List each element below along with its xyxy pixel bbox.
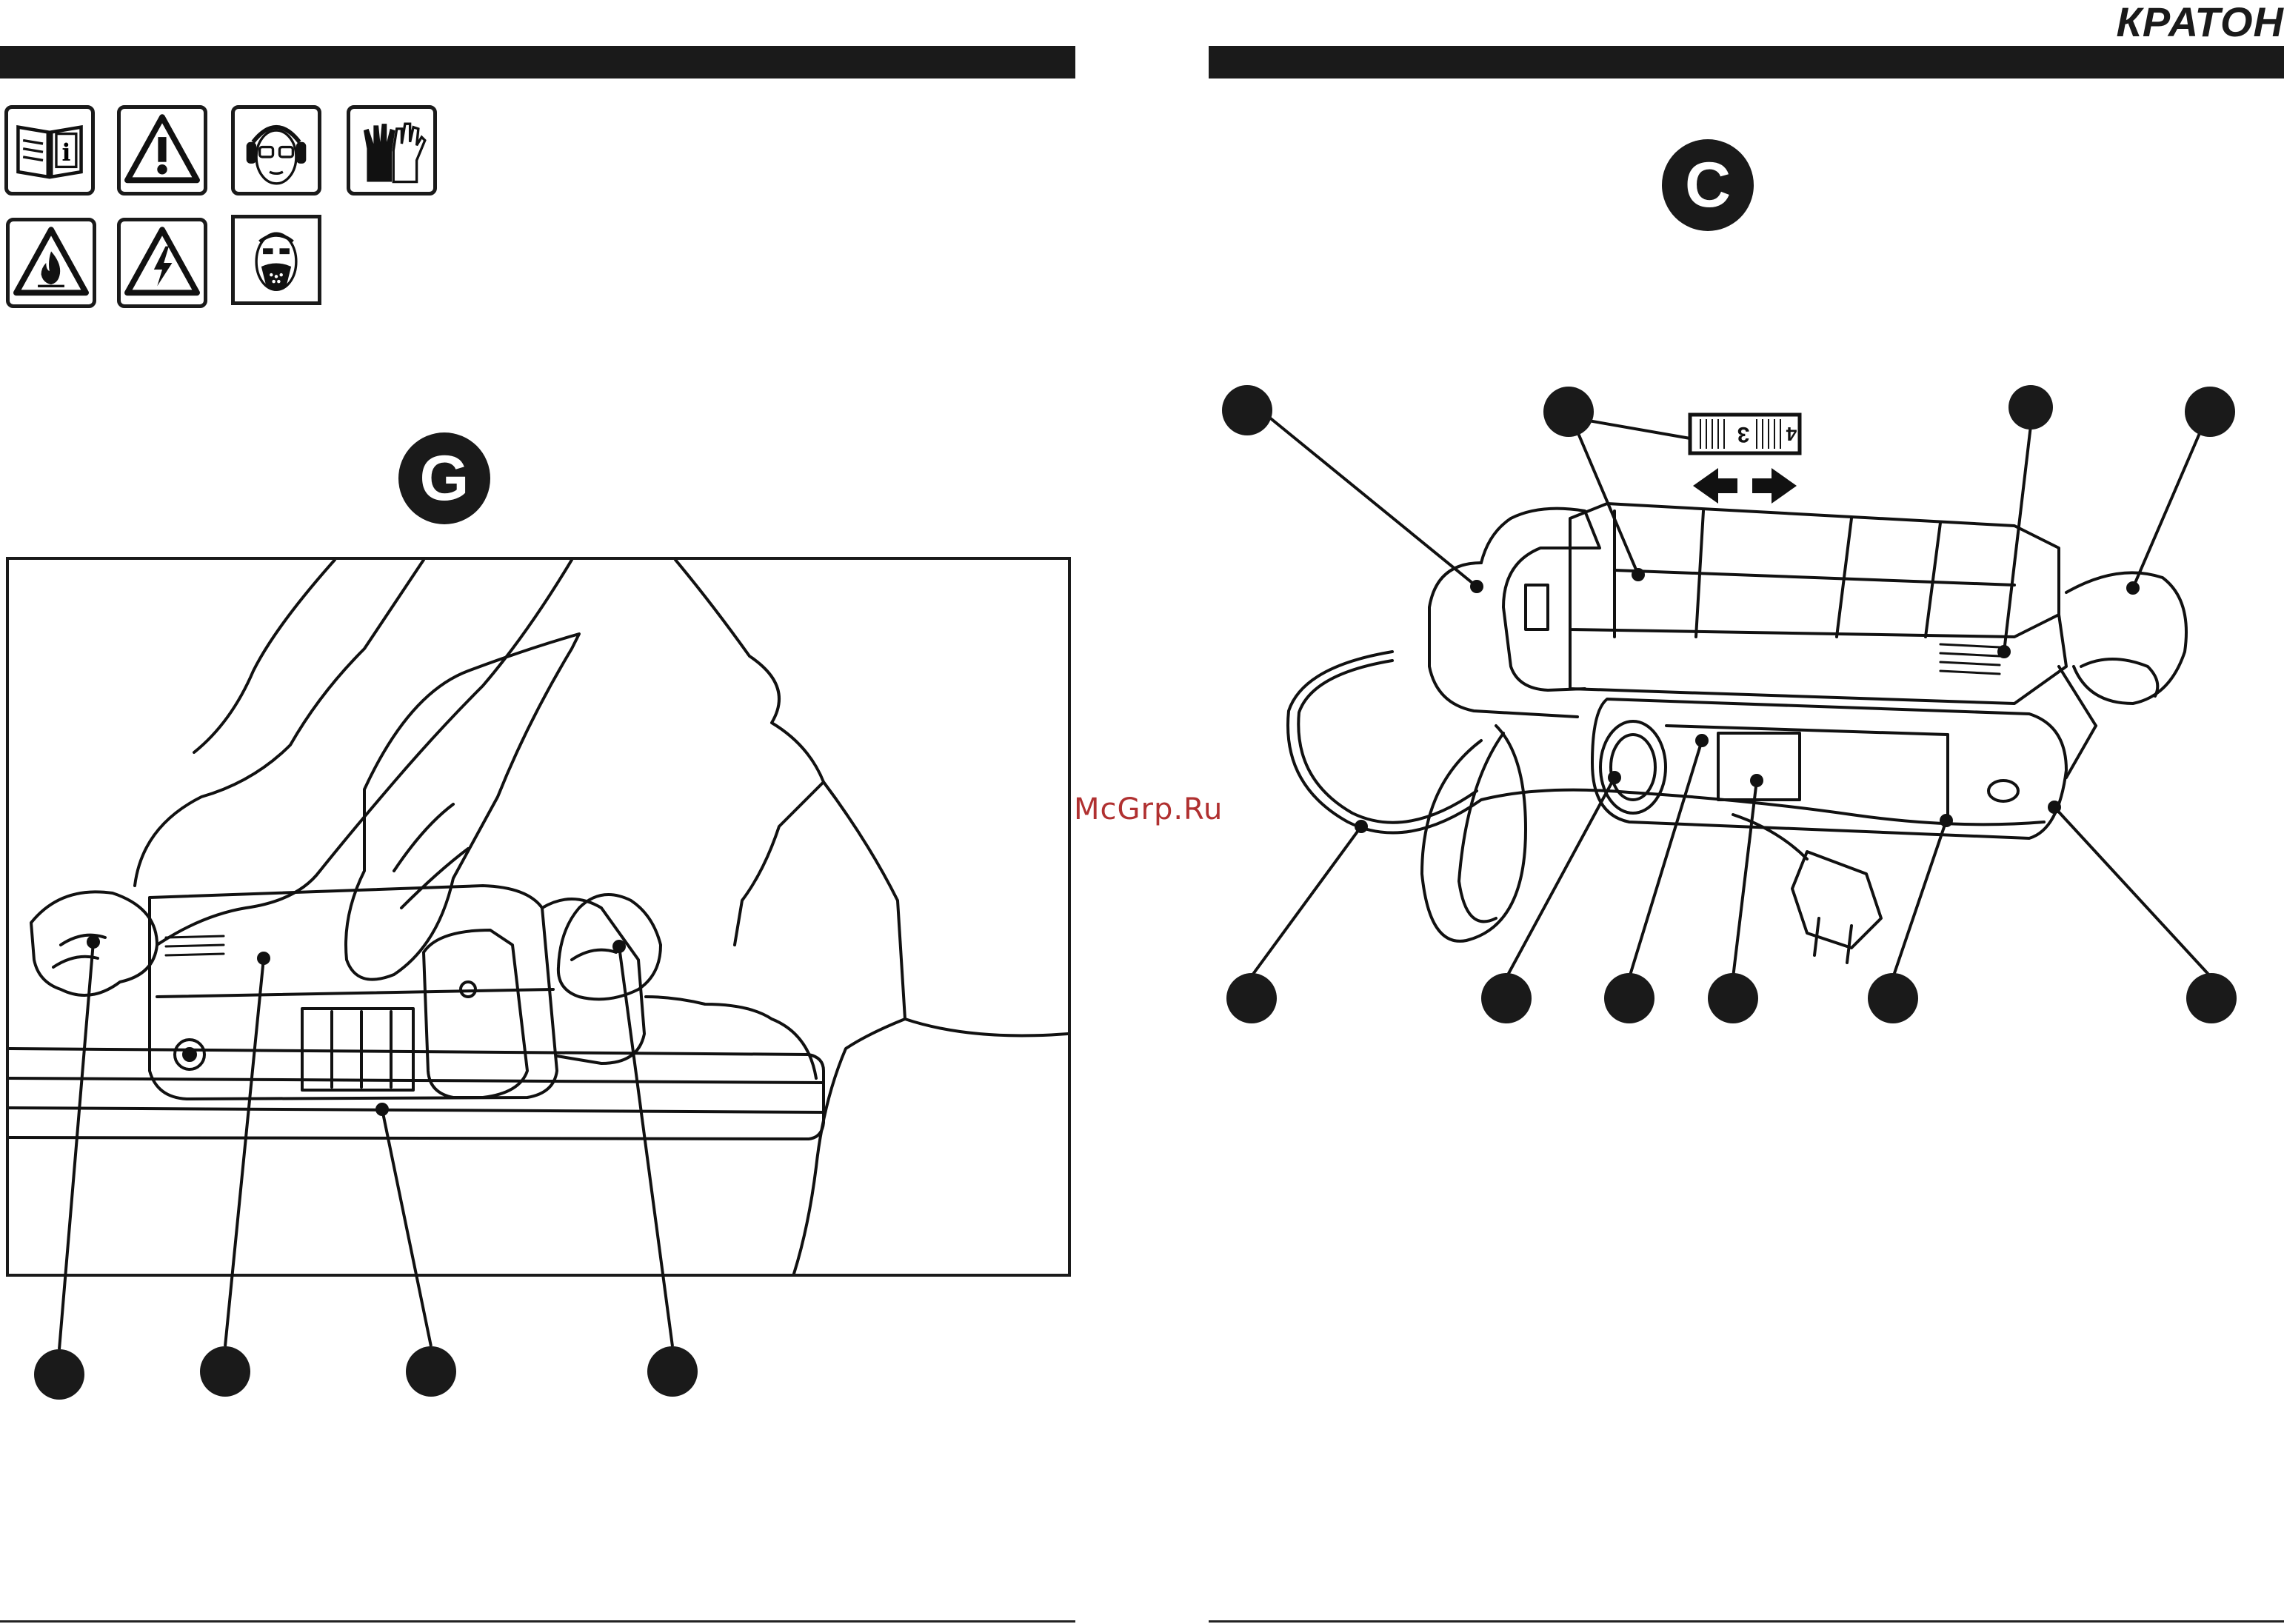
belt-scale-mark-3: 3 [1729,419,1758,449]
footer-line-right [1209,1620,2284,1623]
footer-line-left [0,1620,1075,1623]
watermark-text: McGrp.Ru [1074,792,1223,826]
figure-c-callout-2 [1543,387,1594,437]
figure-c-callout-8 [1708,973,1758,1023]
figure-c-callout-1 [1222,385,1272,435]
figure-c-callout-10 [2186,973,2237,1023]
belt-scale-mark-4: 4 [1783,419,1800,449]
figure-c-callout-6 [1481,973,1532,1023]
belt-direction-arrows [1693,468,1797,504]
figure-c-callout-4 [2185,387,2235,437]
figure-c-callout-3 [2008,385,2053,430]
figure-c-callout-7 [1604,973,1654,1023]
figure-c-callout-9 [1868,973,1918,1023]
figure-c-callout-5 [1226,973,1277,1023]
